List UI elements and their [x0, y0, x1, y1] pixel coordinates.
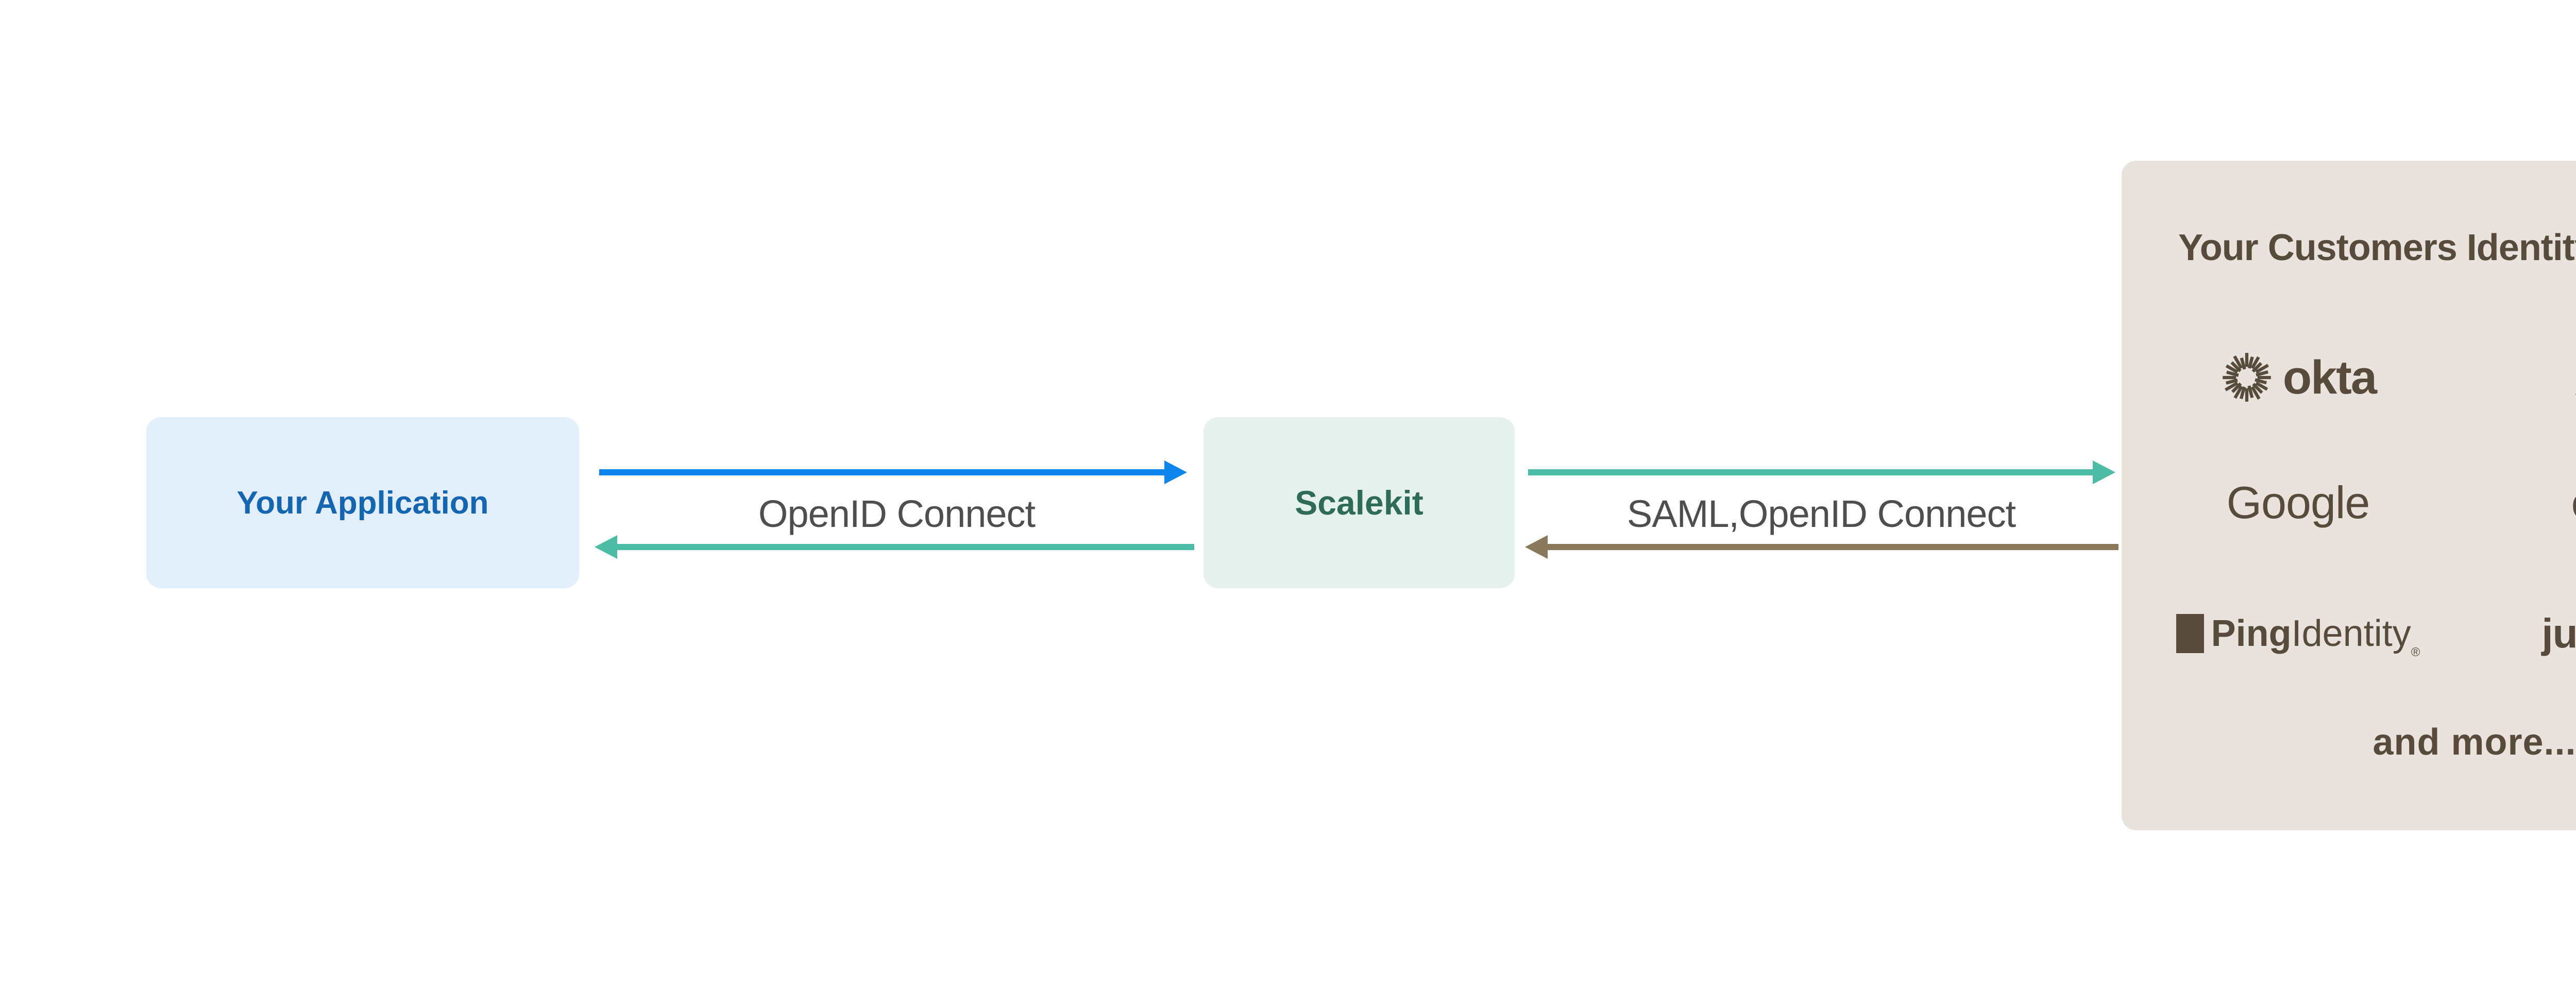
provider-onelogin: onelogin — [2475, 469, 2576, 536]
provider-google: Google — [2122, 469, 2475, 536]
scalekit-box: Scalekit — [1204, 417, 1515, 588]
openid-connect-link-label: OpenID Connect — [758, 492, 1036, 535]
provider-okta: okta — [2122, 344, 2475, 411]
scalekit-label: Scalekit — [1295, 484, 1423, 522]
your-application-label: Your Application — [236, 485, 489, 521]
okta-wordmark: okta — [2282, 351, 2377, 404]
provider-row: Ping Identity ® jumpcloud TM — [2122, 600, 2576, 667]
okta-sunburst-icon — [2223, 353, 2271, 402]
provider-jumpcloud: jumpcloud TM — [2475, 600, 2576, 667]
jumpcloud-wordmark: jumpcloud — [2541, 610, 2576, 656]
registered-trademark-symbol: ® — [2411, 645, 2420, 659]
openid-request-arrow — [599, 460, 1187, 484]
saml-openid-link-label: SAML,OpenID Connect — [1626, 492, 2016, 535]
identity-providers-title: Your Customers Identity Providers — [2178, 227, 2576, 268]
openid-response-arrow — [595, 535, 1194, 559]
identity-providers-panel: Your Customers Identity Providers — [2122, 161, 2576, 830]
your-application-box: Your Application — [146, 417, 579, 588]
provider-row: okta Azure — [2122, 344, 2576, 411]
ping-wordmark-bold: Ping — [2211, 613, 2292, 654]
azure-triangle-icon — [2575, 393, 2576, 395]
saml-response-arrow — [1525, 535, 2119, 559]
more-providers-label: and more... — [2372, 722, 2576, 763]
provider-ping-identity: Ping Identity ® — [2122, 600, 2475, 667]
ping-square-icon — [2176, 614, 2204, 653]
onelogin-wordmark: onelogin — [2571, 478, 2576, 528]
ping-wordmark-light: Identity — [2291, 613, 2411, 654]
provider-azure: Azure — [2475, 344, 2576, 411]
provider-row: Google onelogin — [2122, 469, 2576, 536]
google-wordmark: Google — [2226, 477, 2370, 528]
saml-request-arrow — [1528, 460, 2115, 484]
